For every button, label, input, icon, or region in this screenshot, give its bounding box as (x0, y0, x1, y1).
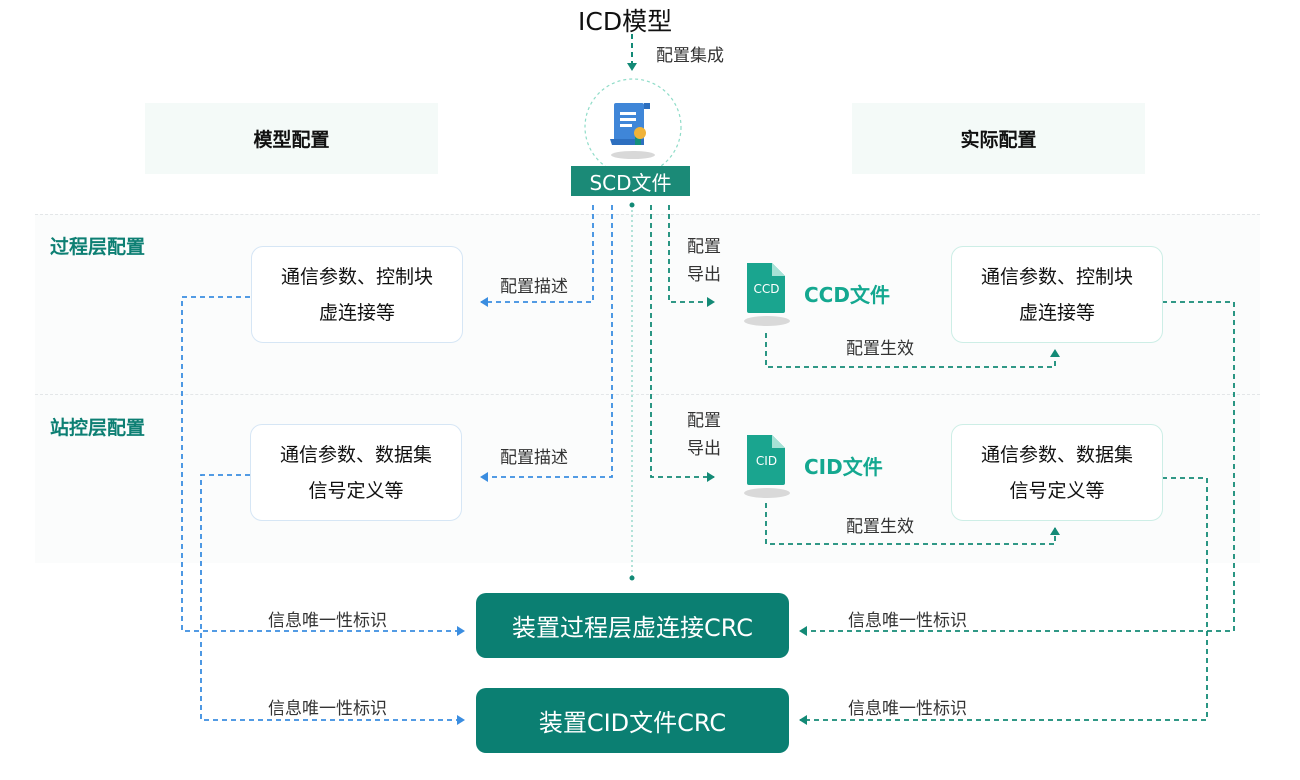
export-line-cid (650, 205, 715, 482)
cid-crc-right-label: 信息唯一性标识 (848, 699, 967, 719)
model-process-card-line2: 虚连接等 (318, 301, 395, 324)
actual-config-header-text: 实际配置 (960, 129, 1037, 151)
process-layer-label: 过程层配置 (50, 236, 146, 258)
cid-icon-text: CID (755, 454, 778, 468)
model-station-to-crc-line (200, 474, 465, 725)
model-process-card[interactable]: 通信参数、控制块 虚连接等 (251, 246, 463, 343)
integrate-label: 配置集成 (656, 46, 724, 66)
actual-process-card-line1: 通信参数、控制块 (980, 265, 1133, 288)
center-dot-bottom (629, 575, 635, 581)
export-label-ccd-line2: 导出 (687, 265, 721, 285)
describe-line-station (480, 205, 613, 482)
export-label-cid-line1: 配置 (687, 411, 721, 431)
scd-file-box[interactable]: SCD文件 (571, 166, 690, 196)
process-crc-left-label: 信息唯一性标识 (268, 611, 387, 631)
actual-process-card-line2: 虚连接等 (1018, 301, 1095, 324)
export-label-cid-line2: 导出 (687, 439, 721, 459)
export-line-ccd (668, 205, 715, 307)
apply-label-ccd: 配置生效 (846, 339, 914, 359)
model-process-card-line1: 通信参数、控制块 (280, 265, 433, 288)
cid-crc-box[interactable]: 装置CID文件CRC (476, 688, 789, 753)
model-config-header-text: 模型配置 (253, 129, 330, 151)
actual-process-card[interactable]: 通信参数、控制块 虚连接等 (951, 246, 1163, 343)
model-station-card-line1: 通信参数、数据集 (279, 443, 432, 466)
ccd-file-shape (744, 263, 790, 326)
ccd-file-icon[interactable]: CCD (744, 260, 792, 328)
cid-file-label: CID文件 (804, 455, 883, 479)
model-station-card-line2: 信号定义等 (308, 479, 404, 502)
export-label-cid: 配置 导出 (687, 407, 727, 463)
describe-label-process: 配置描述 (500, 277, 568, 297)
describe-line-process (480, 205, 594, 307)
model-config-header: 模型配置 (145, 103, 438, 174)
model-process-to-crc-line (181, 296, 465, 636)
icd-model-title: ICD模型 (578, 7, 673, 36)
actual-station-card-line2: 信号定义等 (1009, 479, 1105, 502)
scd-file-label: SCD文件 (589, 170, 672, 195)
export-label-ccd-line1: 配置 (687, 237, 721, 257)
cid-file-shape (744, 435, 790, 498)
describe-label-station: 配置描述 (500, 448, 568, 468)
actual-process-to-crc-line (799, 301, 1235, 636)
scd-icon-ring (584, 78, 682, 176)
actual-config-header: 实际配置 (852, 103, 1145, 174)
ccd-icon-text: CCD (753, 282, 780, 296)
cid-crc-left-label: 信息唯一性标识 (268, 699, 387, 719)
apply-label-cid: 配置生效 (846, 517, 914, 537)
cid-file-icon[interactable]: CID (744, 432, 792, 500)
scd-document-icon (610, 103, 655, 159)
actual-station-card-line1: 通信参数、数据集 (980, 443, 1133, 466)
actual-station-card[interactable]: 通信参数、数据集 信号定义等 (951, 424, 1163, 521)
process-crc-right-label: 信息唯一性标识 (848, 611, 967, 631)
center-dot-top (629, 202, 635, 208)
cid-crc-label: 装置CID文件CRC (538, 709, 727, 737)
process-crc-label: 装置过程层虚连接CRC (512, 614, 753, 642)
process-crc-box[interactable]: 装置过程层虚连接CRC (476, 593, 789, 658)
ccd-file-label: CCD文件 (804, 283, 890, 307)
apply-line-cid (765, 503, 1060, 545)
station-layer-label: 站控层配置 (50, 417, 146, 439)
model-station-card[interactable]: 通信参数、数据集 信号定义等 (250, 424, 462, 521)
actual-station-to-crc-line (799, 477, 1208, 725)
export-label-ccd: 配置 导出 (687, 233, 727, 289)
